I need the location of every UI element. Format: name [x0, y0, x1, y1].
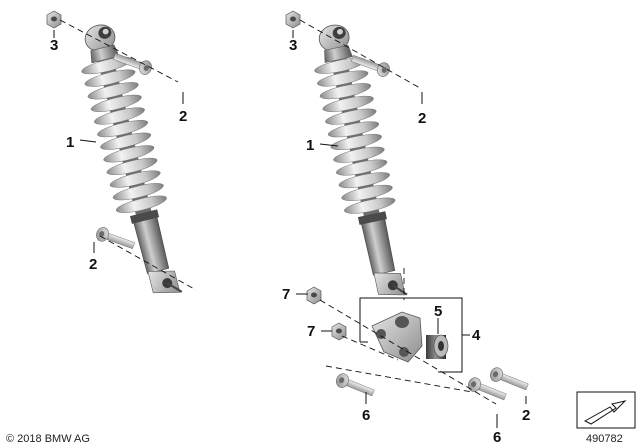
copyright-text: © 2018 BMW AG — [6, 433, 90, 445]
bracket-box — [359, 297, 463, 373]
callout-right-nut: 3 — [289, 37, 297, 54]
diagram-number: 490782 — [586, 433, 623, 445]
callout-left-bolt-bottom: 2 — [89, 256, 97, 273]
callout-right-bolt-bottom: 2 — [522, 407, 530, 424]
right-axis-c — [325, 365, 473, 393]
callout-right-nut-a: 7 — [282, 286, 290, 303]
callout-right-shock: 1 — [306, 137, 314, 154]
left-top-nut — [46, 10, 62, 29]
callout-right-nut-b: 7 — [307, 323, 315, 340]
callout-bracket-bolt-right: 6 — [493, 429, 501, 446]
callout-bracket-bolt-left: 6 — [362, 407, 370, 424]
callout-bushing: 5 — [434, 303, 442, 320]
right-top-nut — [285, 10, 301, 29]
left-bottom-axis — [99, 235, 197, 291]
callout-left-nut: 3 — [50, 37, 58, 54]
right-axis-a — [319, 299, 497, 405]
right-axis-b — [341, 335, 399, 361]
bracket-bolt-left — [333, 371, 377, 400]
callout-left-bolt-top: 2 — [179, 108, 187, 125]
right-top-axis — [299, 19, 421, 89]
left-bottom-bolt — [94, 225, 137, 253]
left-top-axis — [59, 19, 179, 83]
arrow-icon — [583, 400, 627, 425]
callout-bracket-group: 4 — [472, 327, 481, 344]
diagram-number-badge: 490782 — [576, 391, 636, 445]
right-nut-b — [331, 322, 347, 341]
bushing — [426, 334, 449, 359]
right-nut-a — [306, 286, 322, 305]
bracket — [371, 311, 423, 363]
callout-left-shock: 1 — [66, 134, 74, 151]
callout-right-bolt-top: 2 — [418, 110, 426, 127]
